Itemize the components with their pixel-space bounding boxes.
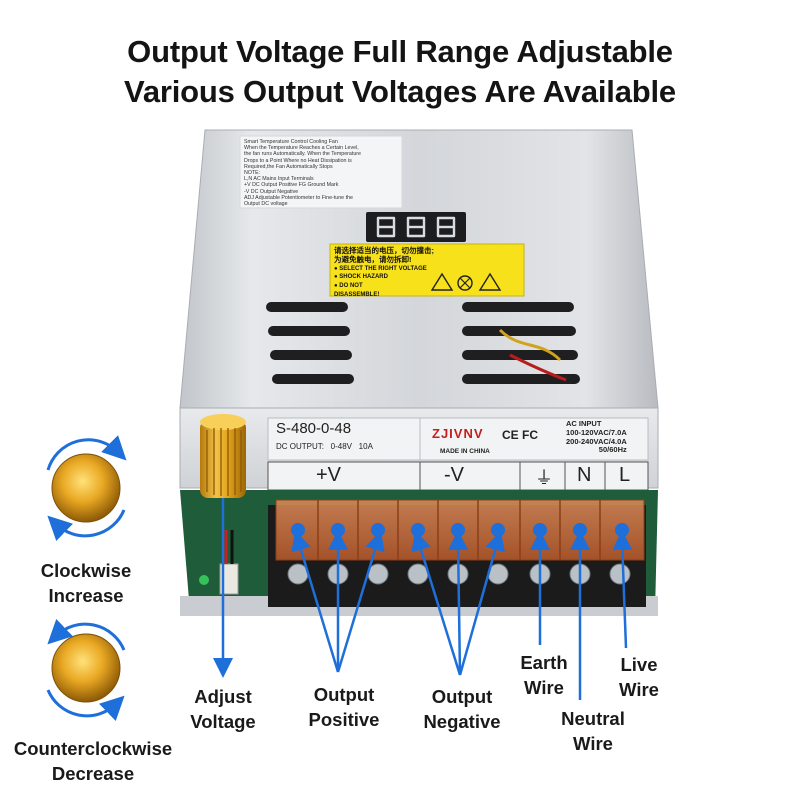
knob-grip	[206, 428, 242, 496]
made-in-label: MADE IN CHINA	[440, 448, 490, 455]
fan-connector	[219, 563, 239, 595]
ac-input-spec: AC INPUT 100-120VAC/7.0A 200-240VAC/4.0A…	[566, 419, 627, 455]
counterclockwise-knob-diagram	[46, 619, 126, 721]
vent-slots	[266, 302, 580, 384]
display-digits	[376, 216, 456, 238]
clockwise-knob-diagram	[46, 435, 127, 541]
terminal-label-strip	[267, 461, 649, 491]
model-number: S-480-0-48	[276, 420, 352, 437]
terminal-label-earth: ⏚	[535, 468, 553, 488]
status-led	[199, 575, 209, 585]
warning-label	[329, 243, 525, 297]
internal-wires	[498, 328, 567, 382]
cover-ribs	[317, 500, 601, 560]
dc-output-rating: DC OUTPUT: 0-48V 10A	[276, 442, 373, 451]
instruction-sticker	[239, 135, 403, 209]
terminal-label-positive: +V	[316, 464, 342, 486]
model-label	[267, 417, 649, 461]
headline-line-1: Output Voltage Full Range Adjustable	[127, 34, 673, 69]
warning-label-text: 请选择适当的电压，切勿撞击; 为避免触电，请勿拆卸! ● SELECT THE …	[334, 246, 434, 298]
headline-line-2: Various Output Voltages Are Available	[124, 74, 676, 109]
callout-arrows	[213, 498, 633, 700]
terminal-label-neutral: N	[577, 464, 592, 486]
terminal-label-live: L	[619, 464, 631, 486]
warning-symbols	[430, 272, 502, 291]
certification-marks: CE FC	[502, 428, 538, 442]
terminal-markers	[291, 523, 629, 537]
brand-name: ZJIVNV	[432, 426, 484, 441]
terminal-label-negative: -V	[444, 464, 464, 486]
